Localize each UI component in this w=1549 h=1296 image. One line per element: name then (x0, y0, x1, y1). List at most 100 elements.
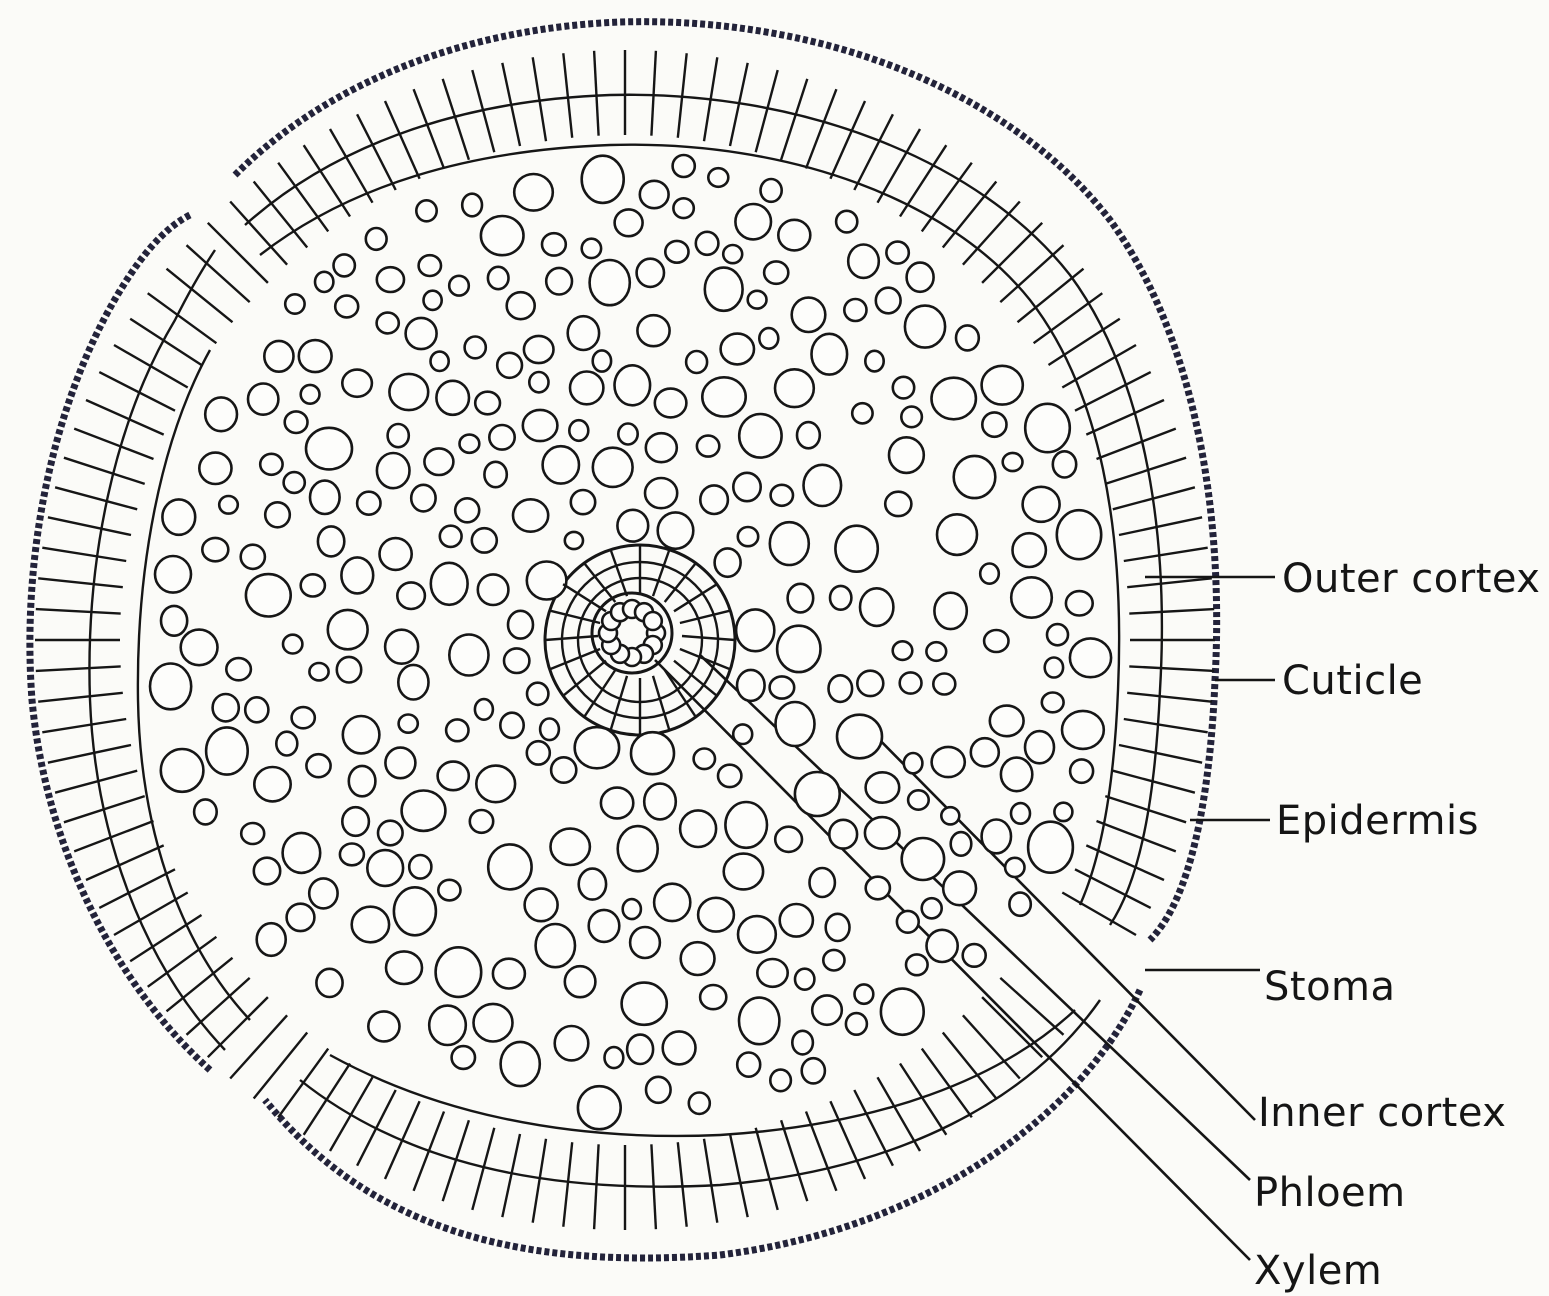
cortex-cell (367, 850, 403, 886)
cortex-cell (551, 829, 590, 865)
cortex-cell (739, 998, 779, 1045)
cortex-cell (551, 757, 576, 782)
cortex-cell (655, 389, 687, 418)
cortex-cell (337, 657, 361, 683)
cortex-cell (738, 527, 758, 546)
cortex-cell (161, 749, 204, 792)
cortex-cell (181, 630, 218, 666)
cortex-cell (865, 817, 900, 849)
cortex-cell (431, 352, 449, 371)
cortex-cell (694, 749, 715, 770)
cortex-cell (429, 1006, 466, 1045)
cortex-cell (723, 245, 742, 263)
cortex-cell (901, 407, 922, 428)
cortex-cell (590, 260, 630, 305)
epidermal-cell-wall (385, 1101, 420, 1179)
epidermal-cell-wall (563, 1142, 572, 1227)
cortex-cell (876, 288, 901, 314)
cortex-cell (570, 372, 603, 405)
cortex-cell (501, 1042, 540, 1086)
cortex-cell (1042, 693, 1064, 713)
stele-cell-wall (545, 636, 598, 640)
cortex-cell (724, 854, 763, 890)
cortex-cell (385, 748, 415, 779)
epidermal-cell-wall (1124, 719, 1208, 732)
cortex-cell (527, 741, 550, 764)
cortex-cell (436, 381, 469, 415)
cortex-cell (527, 562, 567, 600)
epidermal-cell-wall (1129, 609, 1214, 614)
cortex-cell (893, 641, 913, 660)
cortex-cell (285, 411, 308, 433)
cortex-cell (615, 209, 643, 236)
epidermal-cell-wall (114, 345, 188, 388)
epidermal-cell-wall (1124, 548, 1208, 561)
cortex-cell (543, 446, 579, 483)
cortex-cell (889, 437, 924, 473)
cortex-cell (778, 220, 810, 251)
cortex-cell (804, 465, 842, 506)
epidermal-cell-wall (678, 1142, 687, 1227)
stele-cell-wall (611, 550, 627, 597)
epidermal-cell-wall (64, 458, 145, 484)
cortex-cell (680, 810, 716, 847)
epidermal-cell-wall (99, 869, 175, 908)
cortex-cell (402, 791, 446, 831)
cortex-cell (795, 772, 840, 816)
epidermal-cell-wall (1097, 821, 1176, 851)
cortex-cell (352, 907, 389, 943)
cortex-cell (582, 239, 601, 258)
cortex-cell (984, 630, 1008, 652)
cortex-cell (500, 713, 523, 738)
cortex-cell (1023, 487, 1060, 522)
cortex-cell (705, 268, 743, 311)
cortex-cell (301, 574, 325, 596)
cortex-cell (310, 481, 340, 514)
cortex-cell (605, 1047, 624, 1068)
cortex-cell (438, 880, 460, 901)
cortex-cell (438, 762, 469, 791)
cortex-cell (826, 914, 850, 941)
cortex-cell (377, 453, 410, 488)
cortex-cell (377, 267, 404, 292)
cortex-cell (449, 276, 469, 296)
cortex-cell (764, 261, 788, 283)
cortex-cell (366, 228, 387, 250)
cortex-cell (618, 826, 658, 871)
stele-cell-wall (653, 676, 669, 731)
cortex-cell (424, 291, 442, 310)
cortex-cell (829, 820, 857, 849)
cortex-cell (795, 969, 814, 990)
epidermal-cell-wall (806, 89, 836, 168)
cortex-cell (565, 532, 583, 549)
cortex-cell (837, 715, 882, 759)
cortex-cell (406, 318, 437, 349)
cortex-cell (866, 877, 890, 900)
cortex-cell (617, 510, 648, 542)
cortex-cell (460, 435, 480, 453)
cortex-cell (555, 1026, 589, 1060)
cortex-cell (575, 727, 619, 768)
cortex-cell (260, 454, 282, 475)
cortex-cell (990, 706, 1024, 737)
epidermal-cell-wall (1119, 517, 1202, 535)
cortex-cell (737, 1053, 760, 1077)
cortex-cell (810, 868, 835, 897)
cortex-cell (725, 802, 767, 848)
cortex-cell (462, 194, 482, 217)
epidermal-cell-wall (781, 1120, 807, 1201)
stele-cell-wall (682, 636, 735, 640)
cortex-cell (476, 766, 515, 803)
epidermal-cell-wall (42, 548, 126, 561)
cortex-cell (897, 911, 919, 933)
cortex-cell (424, 448, 453, 475)
cortex-cell (937, 514, 977, 555)
cortex-cell (658, 512, 694, 548)
cortex-cell (857, 671, 883, 696)
cortex-cell (829, 675, 853, 702)
cortex-cell (932, 747, 965, 777)
cortex-cell (739, 414, 781, 458)
epidermal-cell-wall (563, 53, 572, 138)
epidermal-cell-wall (730, 1134, 748, 1217)
cortex-cell (943, 871, 976, 905)
